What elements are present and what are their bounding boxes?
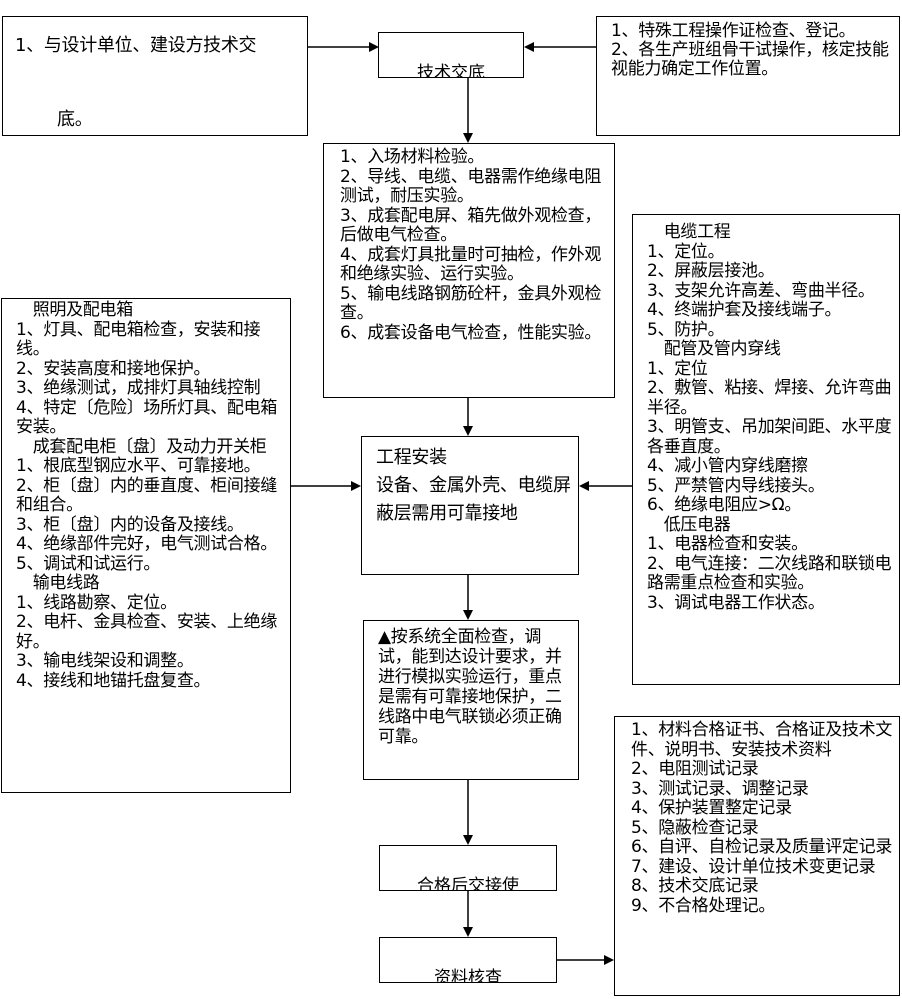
acceptance-box: 合格后交接使 [379,845,557,891]
design-disclosure-box: 1、与设计单位、建设方技术交 底。 [2,16,308,136]
system-check-box: ▲按系统全面检查，调试，能到达设计要求，并进行模拟实验运行，重点是需有可靠接地保… [363,620,579,780]
material-inspection-text: 1、入场材料检验。 2、导线、电缆、电器需作绝缘电阻测试，耐压实验。 3、成套配… [340,147,602,343]
system-check-text: ▲按系统全面检查，调试，能到达设计要求，并进行模拟实验运行，重点是需有可靠接地保… [378,627,562,747]
design-disclosure-line2: 底。 [57,109,93,130]
lighting-box: 照明及配电箱 1、灯具、配电箱检查，安装和接线。 2、安装高度和接地保护。 3、… [1,298,291,793]
tech-disclosure-box: 技术交底 [378,32,524,78]
cable-text: 电缆工程 1、定位。 2、屏蔽层接池。 3、支架允许高差、弯曲半径。 4、终端护… [647,222,892,613]
material-inspection-box: 1、入场材料检验。 2、导线、电缆、电器需作绝缘电阻测试，耐压实验。 3、成套配… [323,143,615,398]
tech-disclosure-label: 技术交底 [417,63,485,78]
operator-check-box: 1、特殊工程操作证检查、登记。 2、各生产班组骨干试操作，核定技能视能力确定工作… [596,16,900,136]
operator-check-text: 1、特殊工程操作证检查、登记。 2、各生产班组骨干试操作，核定技能视能力确定工作… [611,21,889,79]
lighting-text: 照明及配电箱 1、灯具、配电箱检查，安装和接线。 2、安装高度和接地保护。 3、… [16,300,278,691]
design-disclosure-line1: 1、与设计单位、建设方技术交 [15,35,257,56]
cable-box: 电缆工程 1、定位。 2、屏蔽层接池。 3、支架允许高差、弯曲半径。 4、终端护… [632,214,900,685]
document-check-box: 资料核查 [379,937,557,983]
documents-text: 1、材料合格证书、合格证及技术文件、说明书、安装技术资料 2、电阻测试记录 3、… [631,720,893,916]
documents-box: 1、材料合格证书、合格证及技术文件、说明书、安装技术资料 2、电阻测试记录 3、… [614,716,900,996]
document-check-label: 资料核查 [434,968,502,983]
installation-box: 工程安装 设备、金属外壳、电缆屏蔽层需用可靠接地 [361,436,579,575]
acceptance-label: 合格后交接使 [417,876,519,891]
installation-text: 工程安装 设备、金属外壳、电缆屏蔽层需用可靠接地 [376,447,571,524]
